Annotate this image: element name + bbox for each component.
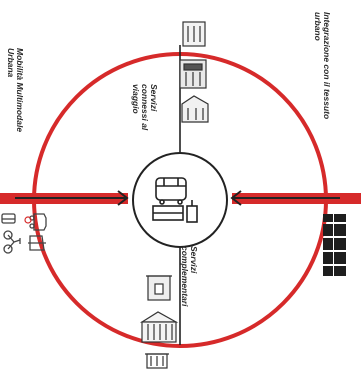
label-urban-integration: Integrazione con il tessuto urbano (313, 12, 331, 119)
bus-icon (2, 214, 15, 223)
car-icon (25, 217, 31, 223)
bicycle-icon (4, 231, 20, 253)
label-travel-services: Servizi connessi al viaggio (131, 84, 158, 130)
label-complementary-services: Servizi complementari (180, 246, 198, 306)
columned-building-icon (142, 312, 176, 342)
building-icon (182, 96, 208, 122)
skyline-icon (323, 214, 346, 276)
kiosk-icon (146, 276, 172, 300)
label-multimodal-mobility: Mobilità Multimodale Urbana (6, 48, 24, 132)
columned-building-icon (145, 354, 169, 368)
shop-icon (180, 60, 206, 88)
building-icon (183, 22, 205, 46)
